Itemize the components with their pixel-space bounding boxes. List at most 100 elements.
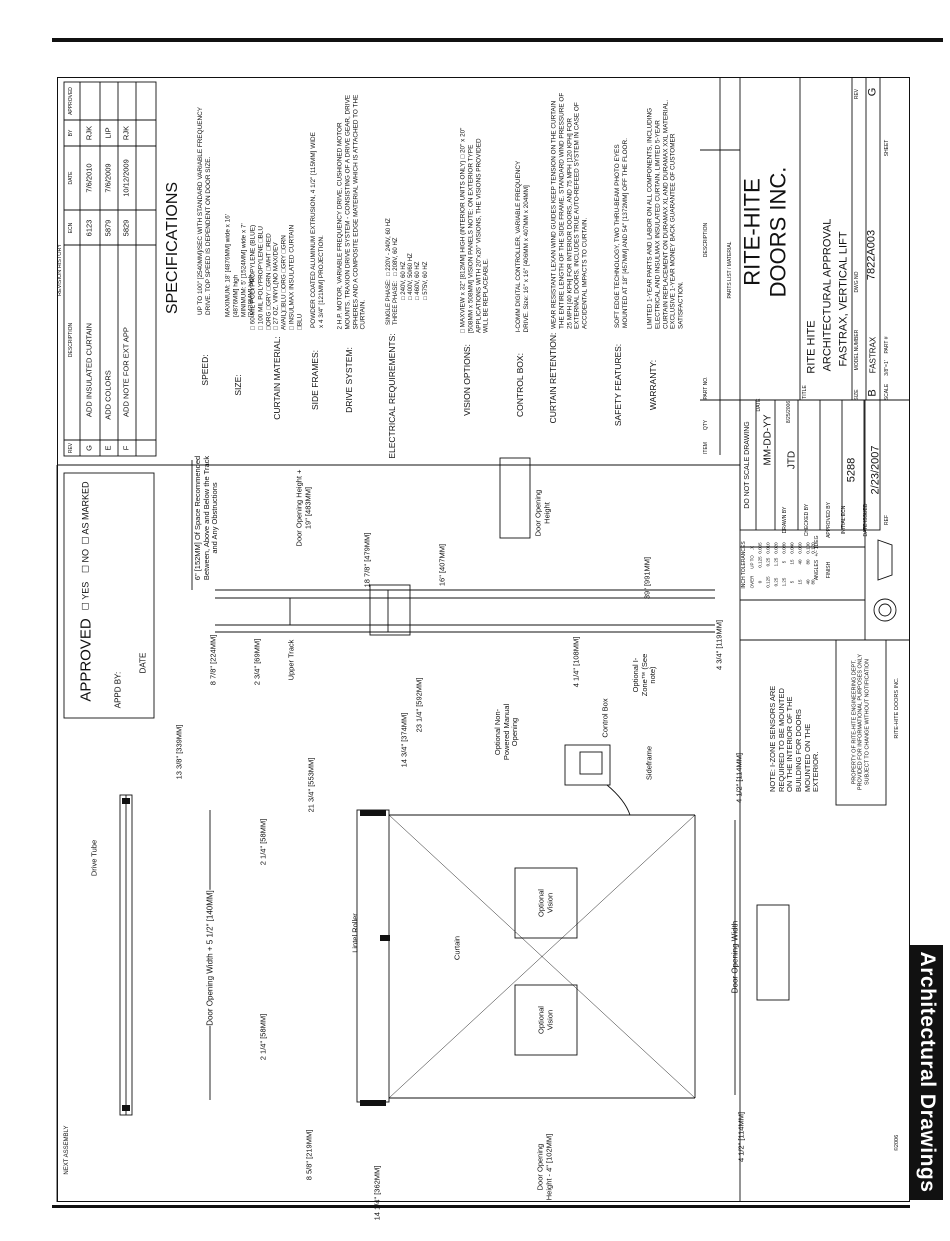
rev-row-3: F [121, 445, 131, 451]
rev-label: REV [854, 88, 861, 100]
approval-yes-checkbox[interactable]: ☐ YES [81, 582, 92, 610]
by-header: BY [68, 129, 75, 137]
approved-by-label: APPROVED BY [826, 502, 833, 538]
revision-table [63, 81, 157, 457]
rev-row-3-desc: ADD NOTE FOR EXT APP [121, 327, 131, 417]
note-text: I-ZONE SENSORS ARE REQUIRED TO BE MOUNTE… [768, 685, 821, 792]
rev-val: G [866, 87, 879, 97]
title-line-1: RITE HITE [805, 320, 818, 374]
spec-vision-text: □ MAXVIEW x 32" [812MM] HIGH (INTERIOR U… [459, 127, 490, 333]
dim-8-7-8: 8 7/8" [224MM] [208, 634, 218, 686]
door-opening-height-label: Door Opening Height [533, 489, 551, 537]
door-opening-width-label: Door Opening Width [730, 920, 740, 994]
rev-row-2: E [103, 445, 113, 451]
copyright-owner: RITE-HITE DOORS INC. [893, 677, 900, 739]
optional-manual-label: Optional Non-Powered Manual Opening [493, 703, 520, 761]
dim-4-1-4: 4 1/4" [108MM] [571, 636, 581, 688]
space-note-label: 6" [152MM] Of Space Recommended Between,… [193, 455, 220, 581]
vision-panel-1 [514, 867, 578, 939]
date-issued-val: 2/23/2007 [869, 445, 882, 495]
rev-header: REV [68, 442, 75, 454]
tol-r2-over: 0.25 [773, 577, 779, 587]
door-opening-width-plus-label: Door Opening Width + 5 1/2" [140MM] [205, 890, 215, 1026]
control-box-outline [564, 744, 611, 786]
dim-8-5-8: 8 5/8" [219MM] [304, 1129, 314, 1181]
vision-panel-2 [514, 984, 578, 1056]
dim-23-1-4: 23 1/4" [592MM] [414, 677, 424, 733]
spec-curtain-text: □ 60 MIL POLYPROPYLENE (BLUE) □ 100 MIL … [249, 224, 304, 330]
spec-curtain-label: CURTAIN MATERIAL: [272, 336, 282, 420]
approved-title: APPROVED [77, 618, 95, 702]
spec-safety-label: SAFETY FEATURES: [613, 343, 623, 427]
rev-row-3-by: RJK [121, 125, 131, 141]
company-name-1: RITE-HITE [739, 178, 765, 286]
approval-no-checkbox[interactable]: ☐ NO [81, 549, 92, 573]
date-issued-label: DATE ISSUED [863, 503, 870, 537]
izone-note: NOTE: I-ZONE SENSORS ARE REQUIRED TO BE … [768, 682, 821, 792]
approval-yes-label: YES [80, 581, 91, 600]
revision-history-title: REVISION HISTORY [56, 243, 63, 297]
dim-13-3-8: 13 3/8" [339MM] [174, 724, 184, 780]
tolerance-title: INCH TOLERANCES [741, 541, 748, 589]
dim-18-7-8: 18 7/8" [479MM] [362, 532, 372, 588]
spec-warranty-label: WARRANTY: [648, 359, 658, 411]
title-label: TITLE [802, 385, 809, 399]
property-notice: PROPERTY OF RITE-HITE ENGINEERING DEPT. … [851, 653, 871, 791]
dim-2-1-4-b: 2 1/4" [58MM] [258, 1013, 268, 1061]
tol-r0-over: 0 [757, 580, 763, 584]
dim-16: 16" [407MM] [437, 543, 447, 587]
section-tab [910, 945, 943, 1200]
dim-21-3-4: 21 3/4" [553MM] [306, 757, 316, 813]
checkbox-icon: ☐ [80, 564, 91, 574]
scale-label: SCALE [884, 383, 891, 401]
tolerance-header-x: .X [749, 545, 755, 551]
door-opening-height-minus-label: Door Opening Height - 4" [102MM] [535, 1133, 553, 1201]
tolerance-finish: FINISH [826, 561, 833, 579]
approval-as-marked-checkbox[interactable]: ☐ AS MARKED [81, 481, 92, 544]
tol-r2-upto: 1.25 [773, 557, 779, 567]
checked-by-label: CHECKED BY [804, 503, 811, 537]
appd-by-label: APPD BY: [113, 671, 123, 709]
tol-r1-x: 0.010 [765, 542, 771, 554]
date-val: 8/25/2006 [786, 400, 793, 424]
spec-speed-text: UP TO 100" [2540MM]/SEC WITH STANDARD VA… [197, 107, 212, 315]
tolerance-header-upto: UP TO [749, 555, 755, 569]
do-not-scale: DO NOT SCALE DRAWING [743, 421, 751, 509]
tol-r4-upto: 15 [789, 559, 795, 565]
tol-r4-x: 0.040 [789, 542, 795, 554]
tol-r3-upto: 5 [781, 560, 787, 564]
spec-safety-text: SOFT EDGE TECHNOLOGY, TWO THRU-BEAM PHOT… [614, 138, 629, 328]
part-num-label: PART # [884, 336, 891, 354]
tol-r6-upto: 80 [805, 559, 811, 565]
spec-retention-label: CURTAIN RETENTION: [548, 332, 558, 424]
bottom-rule [52, 1205, 910, 1208]
dwg-no-label: DWG NO [854, 271, 861, 293]
rev-row-2-by: LIP [103, 127, 113, 139]
rev-row-1-ecn: 6123 [84, 219, 94, 237]
drive-tube-label: Drive Tube [89, 839, 99, 877]
spec-controlbox-label: CONTROL BOX: [515, 353, 525, 417]
title-line-3: FASTRAX, VERTICAL LIFT [837, 231, 850, 367]
spec-retention-text: WEAR RESISTANT LEXAN WIND GUIDES KEEP TE… [550, 92, 589, 329]
approval-date-label: DATE [138, 652, 148, 674]
sideframe-label: Sideframe [644, 745, 654, 781]
tol-r3-x: 0.030 [781, 542, 787, 554]
part-no-header: PART NO. [703, 376, 710, 400]
desc-header: DESCRIPTION [68, 322, 75, 358]
model-number-val: FASTRAX [868, 336, 878, 374]
dim-14-1-4: 14 1/4" [362MM] [372, 1165, 382, 1221]
tol-r2-x: 0.020 [773, 542, 779, 554]
rev-row-1-date: 7/6/2010 [84, 163, 94, 193]
tol-r5-upto: 40 [797, 559, 803, 565]
optional-vision-2-label: Optional Vision [536, 1006, 554, 1034]
dim-2-3-4: 2 3/4" [69MM] [252, 638, 262, 686]
spec-controlbox-text: I-COMM DIGITAL CONTROLLER, VARIABLE FREQ… [515, 160, 530, 333]
approval-no-label: NO [80, 548, 91, 563]
initial-ecn-label: INITIAL ECN [841, 505, 848, 535]
specifications-title: SPECIFICATIONS [164, 181, 181, 315]
rev-row-2-desc: ADD COLORS [103, 370, 113, 420]
spec-warranty-text: LIMITED 1-YEAR PARTS AND LABOR ON ALL CO… [646, 99, 685, 329]
rev-row-1-by: RJK [84, 125, 94, 141]
drawn-by-val: JTD [786, 450, 798, 470]
